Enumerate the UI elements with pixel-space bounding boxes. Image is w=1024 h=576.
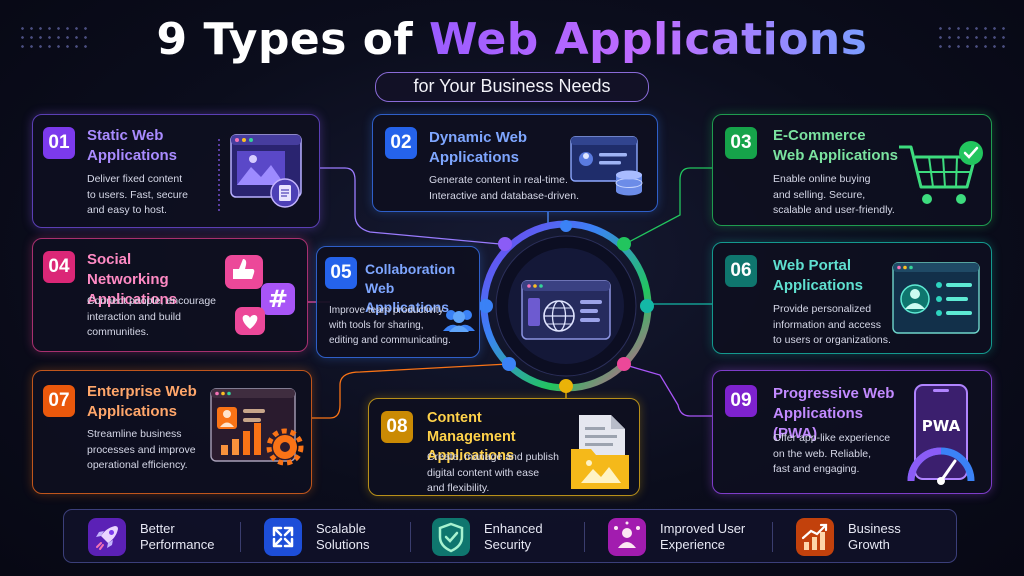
decor-dots xyxy=(936,24,1006,50)
card-number-badge: 01 xyxy=(43,127,75,159)
svg-text:PWA: PWA xyxy=(922,417,961,435)
benefit-label: Better Performance xyxy=(140,521,215,552)
card-title: E-Commerce Web Applications xyxy=(773,127,899,164)
shopping-cart-icon xyxy=(899,141,983,204)
expand-icon xyxy=(264,518,302,556)
card-number-badge: 07 xyxy=(43,385,75,417)
divider xyxy=(584,522,585,552)
card-web-portal: 06 Web Portal Applications Provide perso… xyxy=(712,242,992,354)
card-ecommerce-web: 03 E-Commerce Web Applications Enable on… xyxy=(712,114,992,226)
benefit-better-performance: Better Performance xyxy=(88,510,238,564)
card-title: Collaboration Web Applications xyxy=(365,261,456,315)
card-progressive-web: 09 Progressive Web Applications (PWA) Of… xyxy=(712,370,992,494)
benefit-label: Improved User Experience xyxy=(660,521,746,552)
card-number-badge: 06 xyxy=(725,255,757,287)
static-page-icon xyxy=(218,134,302,211)
page-title: 9 Types of Web Applications xyxy=(156,14,868,65)
card-title: Content Management Applications xyxy=(427,410,516,464)
card-content-management: 08 Content Management Applications Creat… xyxy=(368,398,640,496)
card-title: Dynamic Web Applications xyxy=(429,129,528,166)
card-number-badge: 03 xyxy=(725,127,757,159)
card-number-badge: 05 xyxy=(325,257,357,289)
card-number-badge: 04 xyxy=(43,251,75,283)
svg-text:#: # xyxy=(268,285,288,313)
benefit-label: Business Growth xyxy=(848,521,901,552)
divider xyxy=(410,522,411,552)
enterprise-icon xyxy=(210,388,304,466)
card-number-badge: 02 xyxy=(385,127,417,159)
card-title: Progressive Web Applications (PWA) xyxy=(773,385,895,442)
card-static-web: 01 Static Web Applications Deliver fixed… xyxy=(32,114,320,228)
decor-dots xyxy=(18,24,88,50)
card-title: Social Networking Applications xyxy=(87,251,178,308)
card-number-badge: 09 xyxy=(725,385,757,417)
page-subtitle: for Your Business Needs xyxy=(375,72,649,102)
shield-icon xyxy=(432,518,470,556)
divider xyxy=(240,522,241,552)
folder-icon xyxy=(571,415,629,489)
benefit-label: Enhanced Security xyxy=(484,521,543,552)
card-dynamic-web: 02 Dynamic Web Applications Generate con… xyxy=(372,114,658,212)
user-experience-icon xyxy=(608,518,646,556)
globe-browser-icon xyxy=(521,280,611,340)
pwa-phone-icon: PWA xyxy=(907,384,975,485)
benefit-scalable-solutions: Scalable Solutions xyxy=(264,510,414,564)
growth-chart-icon xyxy=(796,518,834,556)
database-icon xyxy=(570,136,643,196)
card-number-badge: 08 xyxy=(381,411,413,443)
team-icon xyxy=(443,310,475,332)
benefit-improved-user-experience: Improved User Experience xyxy=(608,510,778,564)
card-collaboration-web: 05 Collaboration Web Applications Improv… xyxy=(316,246,480,358)
divider xyxy=(772,522,773,552)
card-title: Web Portal Applications xyxy=(773,257,864,294)
card-title: Static Web Applications xyxy=(87,127,178,164)
card-title: Enterprise Web Applications xyxy=(87,383,197,420)
rocket-icon xyxy=(88,518,126,556)
social-icon: # xyxy=(225,255,295,335)
benefit-label: Scalable Solutions xyxy=(316,521,370,552)
benefit-enhanced-security: Enhanced Security xyxy=(432,510,592,564)
benefit-business-growth: Business Growth xyxy=(796,510,946,564)
card-description: Generate content in real-time.Interactiv… xyxy=(429,174,580,202)
card-enterprise-web: 07 Enterprise Web Applications Streamlin… xyxy=(32,370,312,494)
benefits-bar: Better Performance Scalable Solutions En… xyxy=(63,509,957,563)
card-social-networking: 04 Social Networking Applications Connec… xyxy=(32,238,308,352)
portal-icon xyxy=(892,262,980,334)
